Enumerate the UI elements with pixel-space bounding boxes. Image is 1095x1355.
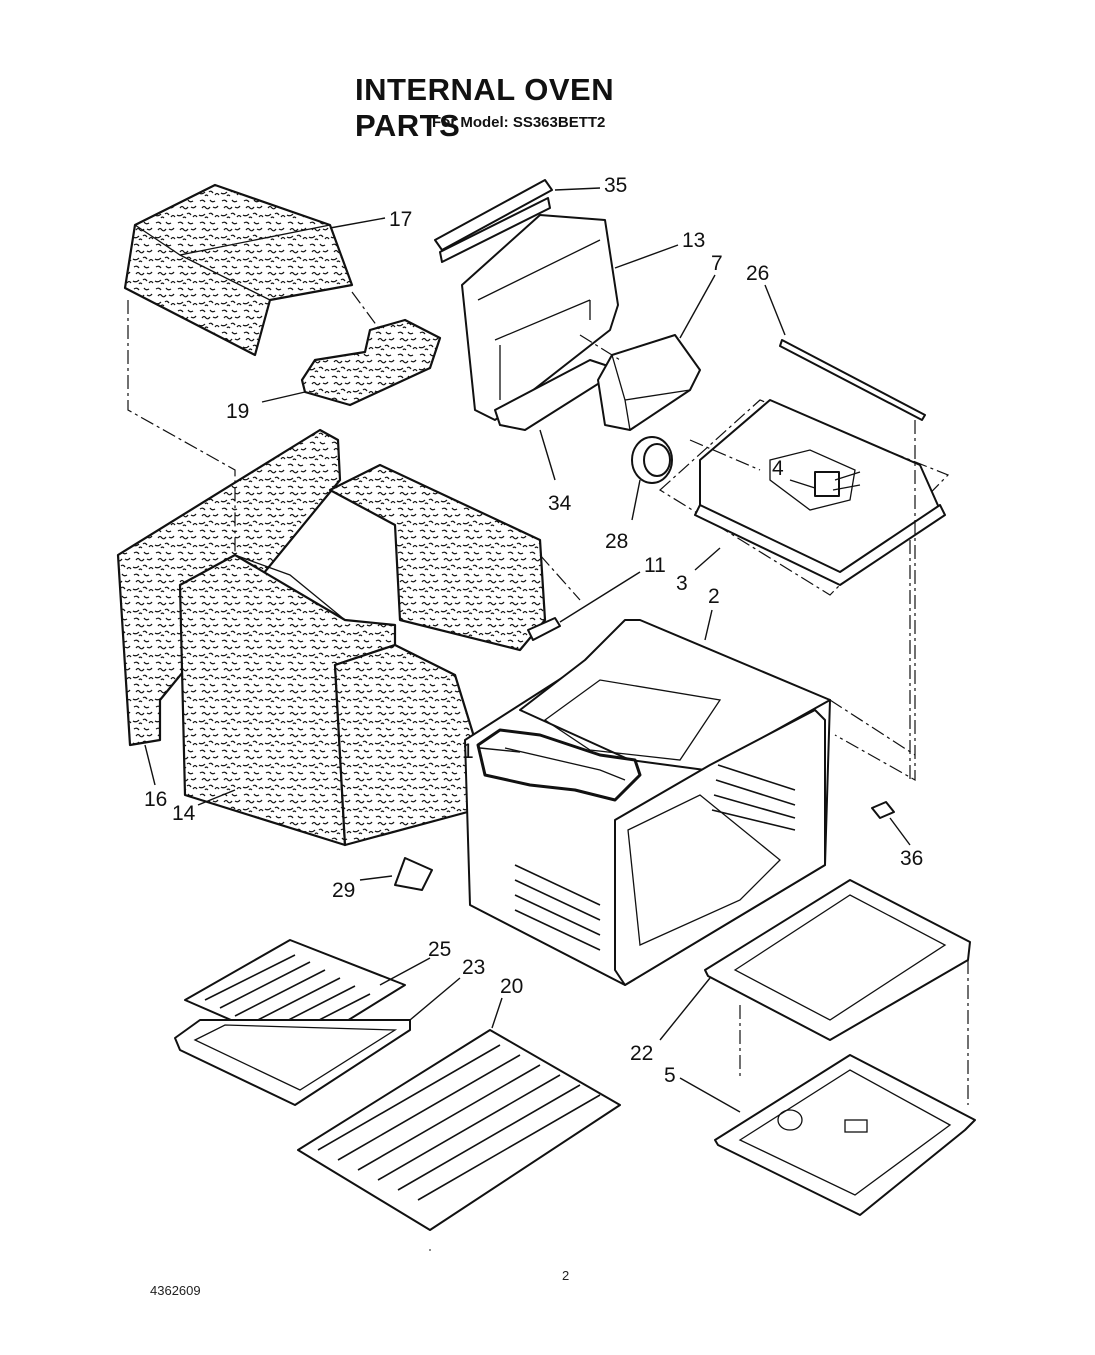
page-title: INTERNAL OVEN PARTS	[355, 72, 615, 143]
callout-13: 13	[682, 229, 705, 252]
part-22-bottom-panel	[704, 879, 971, 1105]
model-subtitle: For Model: SS363BETT2	[432, 114, 606, 131]
part-7-duct	[597, 334, 701, 431]
part-35-trim-strip	[434, 179, 553, 263]
part-5-bottom-pan	[714, 1054, 976, 1216]
callout-23: 23	[462, 956, 485, 979]
part-29-bracket	[394, 857, 433, 891]
part-23-broil-pan	[174, 1019, 411, 1106]
part-26-rod	[779, 339, 926, 421]
part-3-element-tray	[659, 399, 950, 596]
callout-17: 17	[389, 208, 412, 231]
part-1-gasket	[476, 728, 642, 802]
callout-19: 19	[226, 400, 249, 423]
part-20-oven-rack	[297, 1029, 621, 1231]
alignment-lines	[127, 291, 916, 782]
callout-14: 14	[172, 802, 196, 825]
leader-lines	[144, 187, 911, 1113]
part-19-insulation-pad	[300, 318, 442, 407]
callout-3: 3	[676, 572, 688, 595]
callout-36: 36	[900, 847, 923, 870]
callout-5: 5	[664, 1064, 676, 1087]
page-number: 2	[562, 1268, 570, 1283]
callout-16: 16	[144, 788, 167, 811]
callout-7: 7	[711, 252, 723, 275]
callout-29: 29	[332, 879, 355, 902]
callout-28: 28	[605, 530, 628, 553]
callout-26: 26	[746, 262, 769, 285]
callout-labels: 35 17 13 7 26 19 34 28 4 3 11 2 1 16 14 …	[144, 174, 923, 1087]
part-36-clip	[871, 801, 895, 819]
part-11-bracket	[527, 617, 561, 641]
callout-35: 35	[604, 174, 627, 197]
callout-22: 22	[630, 1042, 653, 1065]
part-13-back-panel	[461, 214, 621, 431]
part-4-element	[832, 471, 861, 491]
callout-2: 2	[708, 585, 720, 608]
callout-1: 1	[462, 740, 474, 763]
part-14-wrap-insulation	[178, 463, 547, 847]
document-number: 4362609	[150, 1283, 201, 1298]
callout-34: 34	[548, 492, 572, 515]
callout-25: 25	[428, 938, 451, 961]
callout-20: 20	[500, 975, 523, 998]
part-17-top-insulation	[123, 183, 354, 357]
callout-4: 4	[772, 457, 784, 480]
callout-11: 11	[644, 554, 666, 577]
part-28-fan-ring	[631, 436, 673, 484]
stray-dot	[429, 1249, 431, 1251]
